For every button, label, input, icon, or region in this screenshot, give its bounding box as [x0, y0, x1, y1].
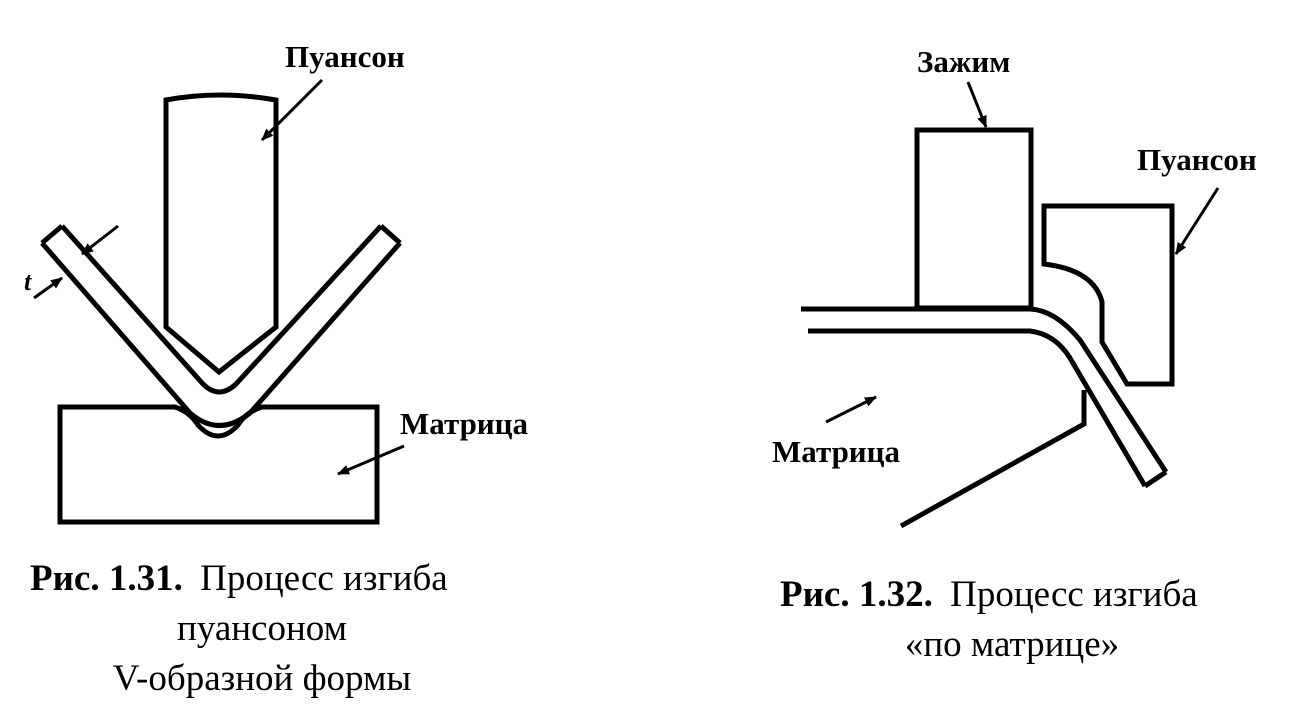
punch-leader-arrow [260, 78, 324, 142]
caption-1-32-line2: «по матрице» [905, 624, 1119, 665]
sheet-lower-edge [808, 328, 1148, 488]
caption-1-31-line1: Процесс изгиба [200, 558, 448, 599]
clamp-leader-arrow [966, 81, 988, 128]
clamp [914, 127, 1034, 311]
caption-1-31-line2: пуансоном [177, 608, 347, 649]
caption-1-32-number: Рис. 1.32. [780, 574, 933, 615]
figure-v-bending: Пуансон Матрица t Рис. 1.31. Процесс изг… [24, 39, 529, 699]
die-2-leader-arrow [825, 395, 877, 424]
sheet-outer-edge [40, 241, 402, 428]
figure-die-bending: Зажим Пуансон Матрица Рис. 1.32. Процесс… [772, 44, 1257, 665]
caption-1-31: Рис. 1.31. Процесс изгиба [30, 558, 448, 599]
die-2-label: Матрица [772, 434, 901, 469]
die-label: Матрица [400, 406, 529, 441]
caption-1-32-line1: Процесс изгиба [950, 574, 1198, 615]
punch-2-leader-arrow [1174, 187, 1220, 255]
thickness-arrow-upper [81, 224, 119, 256]
punch-2-label: Пуансон [1137, 142, 1257, 177]
punch [163, 92, 279, 376]
sheet-upper-edge [801, 306, 1169, 474]
sheet-left-end [40, 224, 64, 245]
punch-label: Пуансон [285, 39, 405, 74]
caption-1-31-number: Рис. 1.31. [30, 558, 183, 599]
caption-1-32: Рис. 1.32. Процесс изгиба [780, 574, 1198, 615]
die-leader-arrow [337, 444, 405, 476]
thickness-arrow-lower [33, 276, 63, 300]
caption-1-31-line3: V-образной формы [113, 658, 412, 699]
sheet-right-end [379, 224, 402, 245]
sheet-inner-edge [60, 224, 383, 395]
sheet-end [1143, 469, 1168, 489]
thickness-label: t [24, 267, 32, 296]
clamp-label: Зажим [917, 44, 1010, 79]
punch-2 [1041, 203, 1175, 387]
die-2 [899, 390, 1087, 529]
